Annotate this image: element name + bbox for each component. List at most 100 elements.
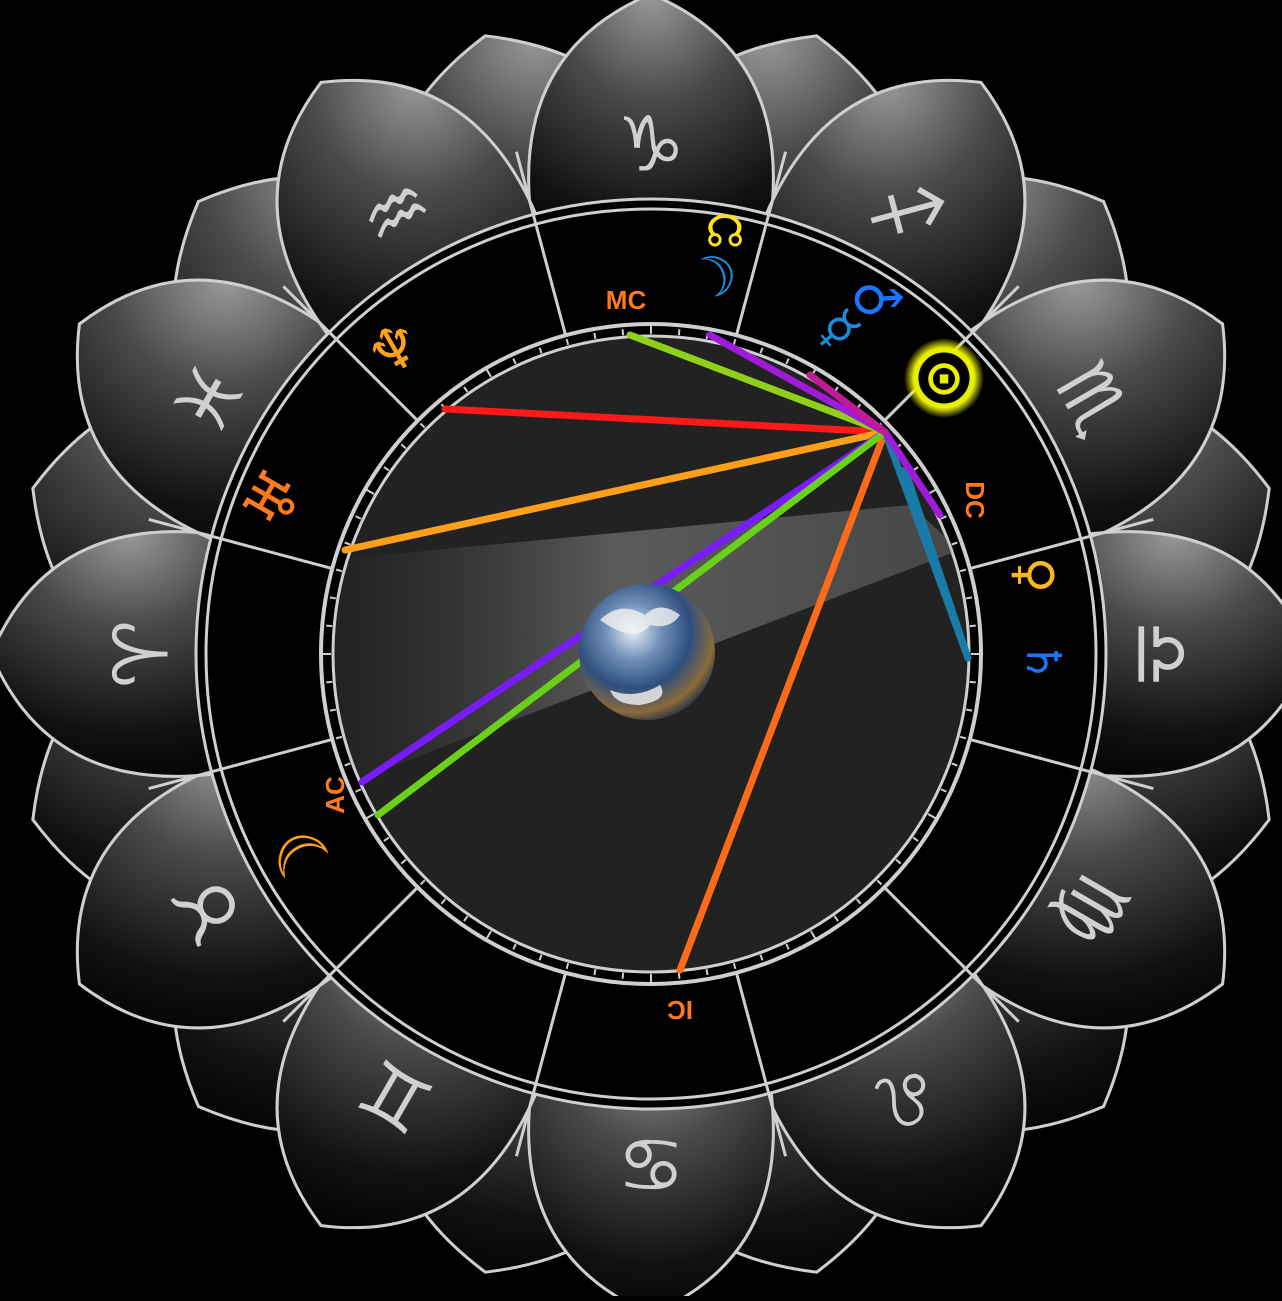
house-divider	[969, 537, 1082, 571]
house-divider	[335, 338, 419, 422]
degree-tick	[621, 972, 625, 979]
degree-tick	[565, 338, 570, 346]
libra-icon: ♎	[1117, 620, 1206, 688]
degree-tick	[940, 788, 947, 793]
degree-tick	[785, 358, 790, 365]
saturn-icon: ♄	[1015, 640, 1071, 683]
degree-tick	[959, 735, 967, 740]
degree-tick	[855, 898, 862, 905]
degree-tick	[463, 915, 469, 922]
house-divider	[883, 886, 967, 970]
house-divider	[534, 972, 568, 1085]
degree-tick	[732, 962, 737, 970]
earth	[579, 584, 715, 720]
house-divider	[220, 537, 333, 571]
sign-divider	[514, 151, 538, 225]
sign-divider	[764, 1083, 788, 1157]
degree-tick	[355, 515, 362, 520]
degree-tick	[355, 788, 362, 793]
sun-ring	[913, 347, 975, 409]
sign-divider	[764, 151, 788, 225]
aspect-line	[806, 371, 889, 436]
degree-tick	[927, 813, 938, 820]
venus-icon: ♀	[1006, 557, 1064, 594]
degree-tick	[677, 972, 681, 979]
capricorn-icon: ♑	[617, 100, 685, 189]
house-divider	[220, 737, 333, 771]
degree-tick	[485, 367, 492, 378]
degree-tick	[732, 338, 737, 346]
aspect-line	[901, 466, 972, 662]
cancer-icon: ♋	[617, 1120, 685, 1209]
sign-divider	[964, 967, 1020, 1023]
degree-tick	[759, 954, 764, 961]
degree-tick	[383, 836, 390, 842]
degree-tick	[485, 930, 492, 941]
degree-tick	[912, 836, 919, 842]
degree-tick	[940, 515, 947, 520]
angle-label-dc: DC	[960, 481, 990, 519]
degree-tick	[440, 898, 447, 905]
degree-tick	[705, 968, 709, 976]
degree-tick	[463, 386, 469, 393]
aspect-line	[441, 405, 889, 436]
degree-tick	[512, 943, 517, 950]
degree-tick	[593, 332, 597, 340]
degree-tick	[565, 962, 570, 970]
sign-divider	[1080, 517, 1154, 541]
degree-tick	[344, 762, 351, 767]
house-divider	[335, 886, 419, 970]
degree-tick	[951, 541, 958, 546]
degree-tick	[538, 954, 543, 961]
aspect-line	[626, 331, 889, 436]
degree-tick	[621, 329, 625, 336]
angle-label-ac: AC	[320, 776, 350, 814]
degree-tick	[329, 708, 337, 712]
house-divider	[734, 972, 768, 1085]
degree-tick	[759, 347, 764, 354]
sign-divider	[282, 285, 338, 341]
degree-tick	[969, 624, 976, 628]
degree-tick	[969, 680, 976, 684]
degree-tick	[538, 347, 543, 354]
north-node-icon: ☊	[705, 207, 744, 258]
aspect-line	[341, 428, 889, 554]
angle-label-mc: MC	[606, 285, 647, 315]
sign-divider	[514, 1083, 538, 1157]
degree-tick	[400, 858, 407, 865]
sun-icon: ⊙	[924, 350, 964, 406]
degree-tick	[965, 596, 973, 600]
degree-tick	[383, 466, 390, 472]
degree-tick	[400, 443, 407, 450]
sign-divider	[1080, 767, 1154, 791]
degree-tick	[326, 624, 333, 628]
degree-tick	[895, 858, 902, 865]
degree-tick	[364, 813, 375, 820]
degree-tick	[335, 735, 343, 740]
angle-label-ic: IC	[667, 995, 693, 1025]
sign-dividers	[148, 151, 1154, 1157]
degree-tick	[335, 568, 343, 573]
house-divider	[734, 223, 768, 336]
degree-tick	[833, 915, 839, 922]
aspect-line	[676, 428, 889, 974]
sign-divider	[964, 285, 1020, 341]
sign-divider	[148, 517, 222, 541]
degree-tick	[677, 329, 681, 336]
degree-tick	[364, 488, 375, 495]
degree-tick	[512, 358, 517, 365]
degree-tick	[951, 762, 958, 767]
aspect-line	[706, 331, 889, 436]
degree-tick	[593, 968, 597, 976]
sign-divider	[282, 967, 338, 1023]
degree-tick	[810, 930, 817, 941]
aspect-line	[881, 428, 944, 519]
degree-tick	[876, 879, 883, 886]
degree-tick	[959, 568, 967, 573]
degree-tick	[965, 708, 973, 712]
angle-labels: MC DC IC AC	[320, 285, 990, 1025]
earth-clouds	[600, 607, 680, 705]
degree-tick	[785, 943, 790, 950]
